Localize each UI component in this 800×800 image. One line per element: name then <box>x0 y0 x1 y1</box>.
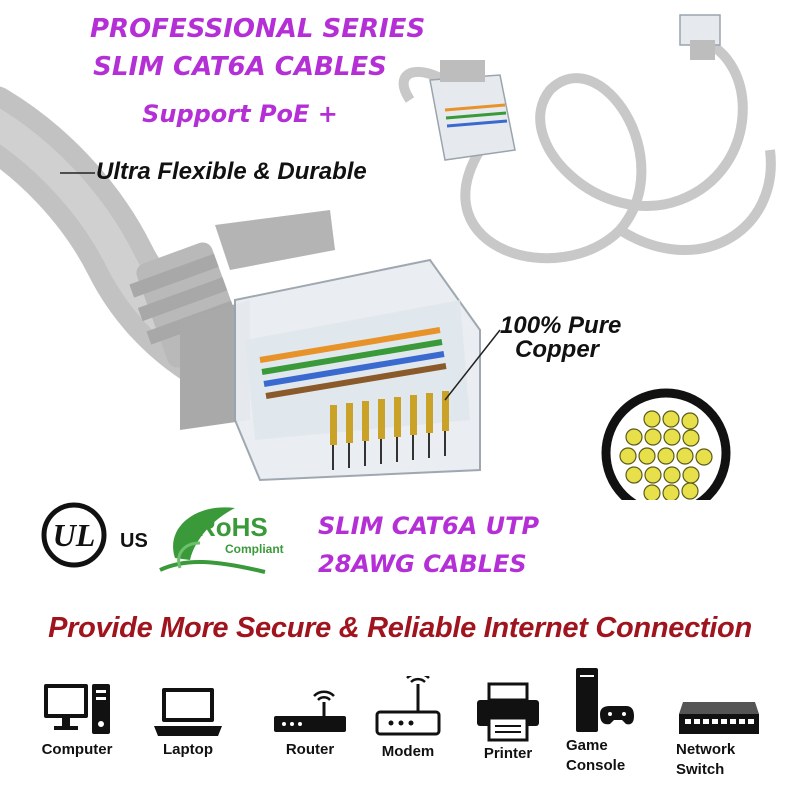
rohs-label: RoHS <box>197 512 268 542</box>
device-label-laptop: Laptop <box>163 741 213 758</box>
device-label-router: Router <box>285 741 335 758</box>
rohs-certification: RoHS Compliant <box>155 498 295 578</box>
device-label-modem: Modem <box>381 743 435 760</box>
game-console-icon <box>576 668 634 732</box>
flexible-callout: Ultra Flexible & Durable <box>96 158 367 185</box>
svg-text:UL: UL <box>53 517 96 553</box>
device-label-computer: Computer <box>41 741 113 758</box>
ul-certification: UL US <box>40 500 160 570</box>
device-modem: Modem <box>353 676 463 762</box>
device-computer: Computer <box>22 680 132 760</box>
device-label-game-console: Game Console <box>566 737 626 774</box>
headline-poe: Support PoE + <box>142 100 338 128</box>
top-rj45-plug <box>679 14 721 60</box>
rohs-compliant-label: Compliant <box>225 542 284 556</box>
headline-line-2: SLIM CAT6A CABLES <box>93 52 387 82</box>
router-icon <box>274 690 346 732</box>
device-network-switch: Network Switch <box>654 696 784 780</box>
network-switch-icon <box>679 702 759 734</box>
device-laptop: Laptop <box>133 684 243 760</box>
spec-line-2: 28AWG CABLES <box>318 550 527 578</box>
copper-callout-line-1: 100% Pure <box>500 312 622 339</box>
device-label-network-switch: Network Switch <box>676 741 736 778</box>
copper-callout-line <box>444 329 501 401</box>
computer-icon <box>44 684 110 734</box>
spec-line-1: SLIM CAT6A UTP <box>318 512 540 540</box>
headline-line-1: PROFESSIONAL SERIES <box>90 14 426 44</box>
copper-cross-section-icon <box>601 388 731 500</box>
ul-logo-icon: UL <box>41 502 107 568</box>
device-label-printer: Printer <box>483 745 533 762</box>
device-printer: Printer <box>453 680 563 764</box>
device-router: Router <box>255 686 365 760</box>
printer-icon <box>477 682 539 742</box>
laptop-icon <box>154 688 222 736</box>
ul-us-label: US <box>120 530 148 552</box>
device-game-console: Game Console <box>546 664 656 776</box>
rohs-leaf-icon <box>159 507 266 574</box>
small-rj45-plug <box>429 60 516 161</box>
rj45-plug <box>234 258 481 482</box>
copper-callout-line-2: Copper <box>515 336 599 363</box>
modem-icon <box>375 676 441 736</box>
product-illustration <box>0 14 776 500</box>
tagline: Provide More Secure & Reliable Internet … <box>48 612 752 644</box>
connector-latch <box>215 210 335 270</box>
